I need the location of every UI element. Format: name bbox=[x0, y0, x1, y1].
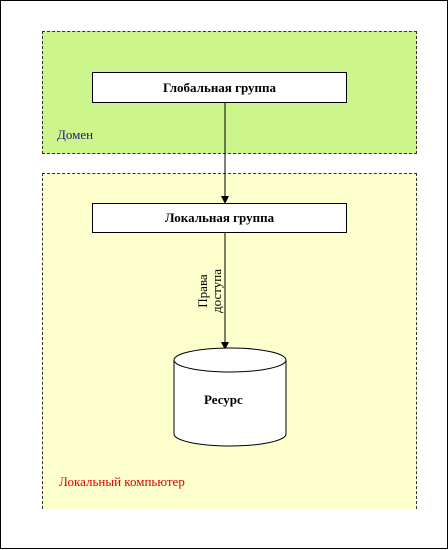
local-group-label: Локальная группа bbox=[164, 210, 275, 225]
global-group-label: Глобальная группа bbox=[162, 79, 277, 95]
local-computer-label: Локальный компьютер bbox=[59, 474, 185, 489]
access-rights-line-2: доступа bbox=[209, 269, 224, 313]
access-rights-label: Права доступа bbox=[195, 256, 226, 326]
resource-label: Ресурс bbox=[204, 392, 243, 407]
domain-label: Домен bbox=[57, 127, 94, 142]
global-group-box: Глобальная группа bbox=[92, 72, 347, 103]
resource-cylinder bbox=[173, 347, 287, 447]
access-rights-line-1: Права bbox=[195, 274, 210, 308]
local-group-box: Локальная группа bbox=[92, 203, 347, 233]
